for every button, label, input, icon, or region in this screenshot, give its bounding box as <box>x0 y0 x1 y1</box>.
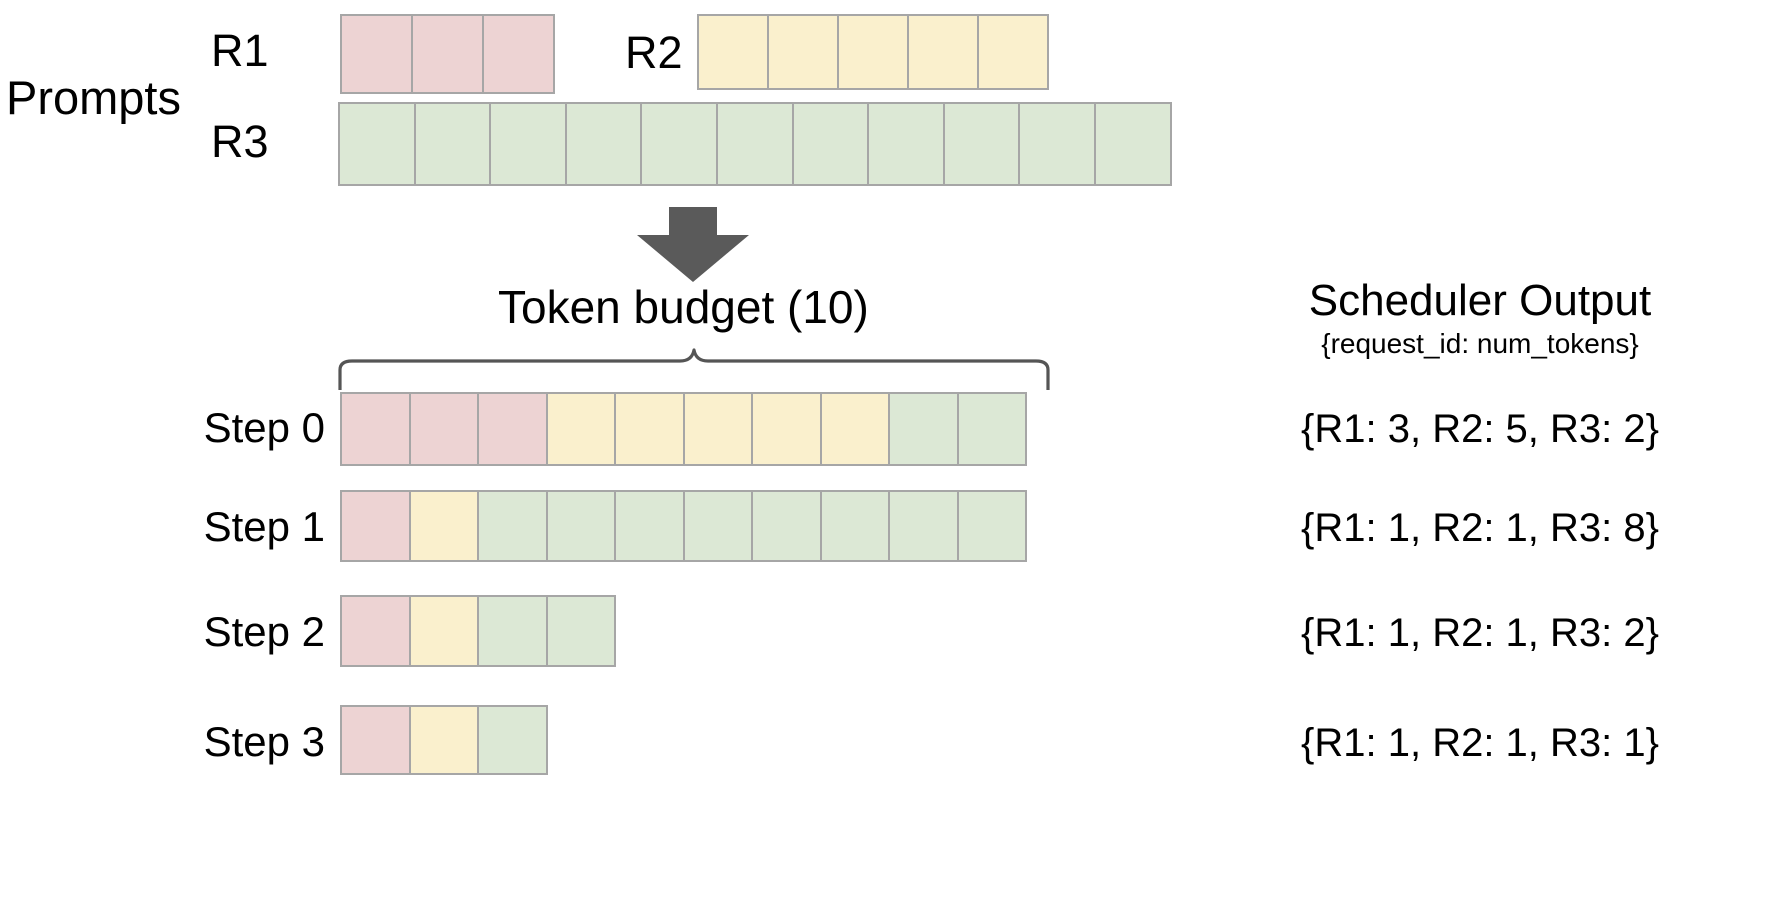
token-cell-r1 <box>340 595 411 667</box>
step-label-0: Step 0 <box>203 404 325 451</box>
token-cell-r3 <box>751 490 822 562</box>
token-cell-r3 <box>956 392 1027 466</box>
scheduler-output-row-0: {R1: 3, R2: 5, R3: 2} <box>1301 407 1659 451</box>
step-token-row-1 <box>340 490 1027 562</box>
token-cell-r3 <box>338 102 416 186</box>
token-cell-r3 <box>867 102 945 186</box>
token-budget-label: Token budget (10) <box>498 281 869 333</box>
token-cell-r2 <box>819 392 890 466</box>
token-cell-r1 <box>340 392 411 466</box>
token-cell-r2 <box>837 14 909 90</box>
curly-brace-icon <box>338 348 1050 392</box>
token-cell-r3 <box>942 102 1021 186</box>
token-cell-r3 <box>888 490 959 562</box>
token-cell-r2 <box>545 392 616 466</box>
prompt-label-r2: R2 <box>625 27 683 78</box>
token-cell-r2 <box>682 392 753 466</box>
token-cell-r2 <box>697 14 769 90</box>
scheduler-output-row-3: {R1: 1, R2: 1, R3: 1} <box>1301 721 1659 765</box>
scheduler-output-title: Scheduler Output <box>1308 276 1652 325</box>
token-cell-r1 <box>340 490 411 562</box>
token-cell-r1 <box>477 392 548 466</box>
token-cell-r3 <box>791 102 870 186</box>
token-cell-r2 <box>907 14 979 90</box>
token-cell-r2 <box>751 392 822 466</box>
token-cell-r3 <box>715 102 794 186</box>
step-label-2: Step 2 <box>203 608 325 655</box>
token-cell-r1 <box>482 14 555 94</box>
token-cell-r3 <box>564 102 643 186</box>
curly-brace-svg <box>338 348 1050 392</box>
scheduler-output-subtitle: {request_id: num_tokens} <box>1321 328 1639 359</box>
token-cell-r3 <box>640 102 718 186</box>
token-cell-r3 <box>413 102 492 186</box>
prompt-row-r3 <box>338 102 1172 186</box>
token-cell-r3 <box>1018 102 1096 186</box>
token-cell-r3 <box>614 490 685 562</box>
step-token-row-0 <box>340 392 1027 466</box>
prompt-row-r1 <box>340 14 555 94</box>
token-cell-r3 <box>545 490 616 562</box>
step-token-row-2 <box>340 595 616 667</box>
scheduler-output-row-1: {R1: 1, R2: 1, R3: 8} <box>1301 506 1659 550</box>
token-cell-r1 <box>408 392 479 466</box>
down-block-arrow-icon <box>637 207 749 282</box>
prompt-label-r3: R3 <box>211 116 269 167</box>
prompt-label-r1: R1 <box>211 25 269 76</box>
token-cell-r2 <box>977 14 1049 90</box>
prompt-row-r2 <box>697 14 1049 90</box>
token-cell-r1 <box>340 14 413 94</box>
token-cell-r3 <box>477 595 548 667</box>
scheduler-output-row-2: {R1: 1, R2: 1, R3: 2} <box>1301 611 1659 655</box>
token-cell-r2 <box>408 705 479 775</box>
prompts-label: Prompts <box>6 71 181 124</box>
token-cell-r2 <box>408 490 479 562</box>
down-block-arrow-svg <box>637 207 749 282</box>
token-cell-r2 <box>767 14 839 90</box>
token-cell-r3 <box>888 392 959 466</box>
step-token-row-3 <box>340 705 548 775</box>
token-cell-r3 <box>682 490 753 562</box>
token-cell-r3 <box>477 490 548 562</box>
token-cell-r2 <box>614 392 685 466</box>
token-cell-r3 <box>819 490 890 562</box>
token-cell-r1 <box>340 705 411 775</box>
step-label-3: Step 3 <box>203 718 325 765</box>
token-cell-r2 <box>408 595 479 667</box>
step-label-1: Step 1 <box>203 503 325 550</box>
token-cell-r3 <box>1093 102 1172 186</box>
token-cell-r3 <box>477 705 548 775</box>
token-cell-r3 <box>956 490 1027 562</box>
token-cell-r1 <box>411 14 484 94</box>
token-cell-r3 <box>489 102 567 186</box>
token-cell-r3 <box>545 595 616 667</box>
